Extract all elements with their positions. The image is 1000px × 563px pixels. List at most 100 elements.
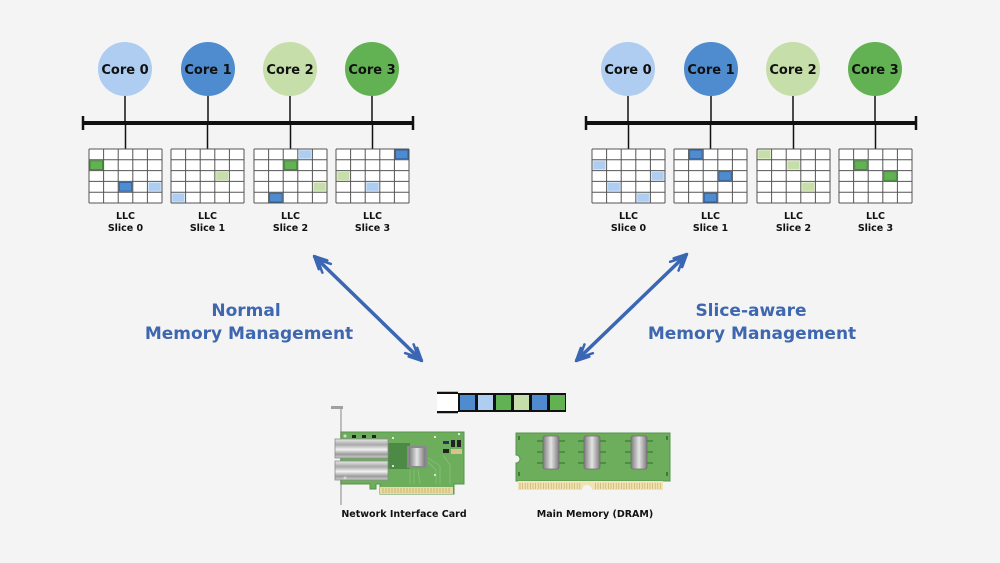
core-node [766, 42, 820, 96]
core-node [345, 42, 399, 96]
grid-background [254, 149, 327, 203]
core-label: Core 1 [184, 63, 231, 78]
slice-aware-label-line1: Slice-aware [695, 301, 806, 321]
slice-label-line1: LLC [701, 211, 720, 222]
queue-packet-core2 [514, 395, 529, 410]
llc-slice-grid [253, 148, 328, 204]
cache-line-core0 [592, 160, 607, 171]
nic-label: Network Interface Card [341, 509, 466, 520]
cache-line-core1 [118, 181, 133, 192]
cache-line-core2 [336, 171, 351, 181]
slice-label-line1: LLC [619, 211, 638, 222]
cache-line-core0 [298, 149, 312, 160]
core-label: Core 0 [604, 63, 651, 78]
arrow-shaft [312, 254, 424, 363]
llc-slice-grid [756, 148, 831, 204]
slice-label-line2: Slice 1 [190, 223, 225, 234]
slice-label-line2: Slice 2 [776, 223, 811, 234]
arrow-head-icon [578, 343, 595, 359]
normal-label-line1: Normal [211, 301, 280, 321]
slice-label-line2: Slice 0 [108, 223, 144, 234]
grid-background [89, 149, 162, 203]
core-node [684, 42, 738, 96]
cache-line-core2 [215, 171, 229, 181]
slice-label-line2: Slice 0 [611, 223, 647, 234]
core-node [98, 42, 152, 96]
slice-label-line1: LLC [116, 211, 135, 222]
dram-chip [630, 435, 648, 470]
arrows [312, 252, 689, 363]
slice-label-line2: Slice 3 [355, 223, 390, 234]
llc-slice-grid [838, 148, 913, 204]
nic-icon [331, 406, 465, 505]
queue-packet-core0 [478, 395, 493, 410]
llc-slice-grid [88, 148, 163, 204]
core-label: Core 1 [687, 63, 734, 78]
slice-label-line1: LLC [866, 211, 885, 222]
cache-line-core3 [883, 171, 897, 181]
llc-slice-grid [591, 148, 666, 204]
slice-label-line2: Slice 1 [693, 223, 728, 234]
cache-line-core0 [171, 192, 186, 203]
normal-label-line2: Memory Management [145, 324, 353, 344]
arrow-head-icon [407, 346, 424, 363]
cache-line-core1 [394, 149, 409, 160]
cache-line-core3 [89, 160, 104, 171]
slice-aware-label-line2: Memory Management [648, 324, 856, 344]
core-label: Core 2 [266, 63, 313, 78]
core-node [848, 42, 902, 96]
slice-label-line2: Slice 2 [273, 223, 308, 234]
slice-label-line1: LLC [784, 211, 803, 222]
cache-line-core0 [650, 171, 665, 181]
slice-label-line2: Slice 3 [858, 223, 893, 234]
dram-chip [542, 435, 560, 470]
core-label: Core 2 [769, 63, 816, 78]
arrow-head-icon [672, 252, 689, 269]
cache-line-core2 [757, 149, 772, 160]
dram-chip [583, 435, 601, 470]
cache-line-core2 [801, 181, 815, 192]
arrow-head-icon [403, 343, 420, 359]
packet-queue [437, 391, 566, 414]
core-label: Core 3 [851, 63, 898, 78]
slice-label-line1: LLC [363, 211, 382, 222]
cache-line-core1 [269, 192, 283, 203]
normal-arrow-icon [312, 254, 424, 363]
cache-line-core0 [365, 181, 380, 192]
core-label: Core 3 [348, 63, 395, 78]
slice-label-line1: LLC [281, 211, 300, 222]
cache-line-core2 [786, 160, 801, 171]
arrow-head-icon [574, 346, 591, 363]
dram-label: Main Memory (DRAM) [537, 509, 653, 520]
llc-slice-grid [170, 148, 245, 204]
cache-line-core0 [147, 181, 162, 192]
queue-open-end [437, 391, 458, 414]
arrow-head-icon [312, 254, 329, 271]
llc-slice-grid [335, 148, 410, 204]
queue-packet-core1 [460, 395, 475, 410]
cache-line-core0 [636, 192, 650, 203]
slice-aware-arrow-icon [574, 252, 689, 363]
dram-icon [515, 432, 671, 490]
cache-line-core1 [718, 171, 732, 181]
queue-packet-core1 [532, 395, 547, 410]
cache-line-core0 [607, 181, 621, 192]
core-label: Core 0 [101, 63, 148, 78]
slice-label-line1: LLC [198, 211, 217, 222]
core-node [263, 42, 317, 96]
arrow-head-icon [316, 258, 333, 274]
queue-empty-slot [437, 394, 458, 411]
queue-packet-core3 [496, 395, 511, 410]
cache-line-core1 [703, 192, 718, 203]
arrow-head-icon [668, 256, 685, 272]
core-node [601, 42, 655, 96]
llc-slice-grid [673, 148, 748, 204]
cache-line-core3 [854, 160, 868, 171]
cache-line-core2 [312, 181, 327, 192]
cache-line-core3 [283, 160, 298, 171]
grid-background [839, 149, 912, 203]
queue-packet-core3 [550, 395, 565, 410]
